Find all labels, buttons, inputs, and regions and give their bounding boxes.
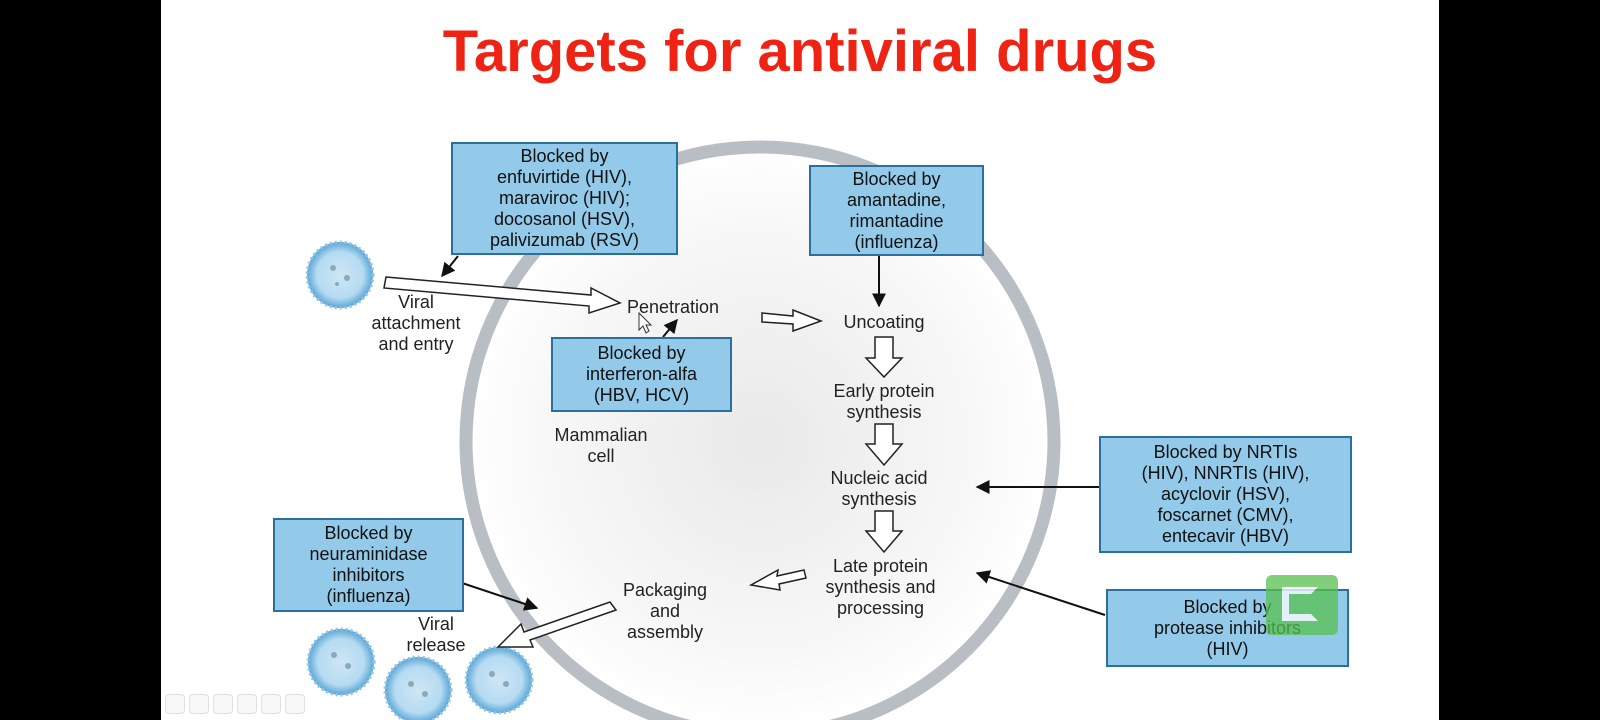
entry-arrow <box>383 276 622 315</box>
virus-icon <box>383 655 453 720</box>
release-block-arrow <box>461 582 539 611</box>
more-icon[interactable] <box>285 694 305 714</box>
cursor-icon <box>638 311 653 334</box>
label-nucleic-acid: Nucleic acid synthesis <box>830 468 928 509</box>
label-early-protein: Early protein synthesis <box>833 381 935 422</box>
penetration-block-arrow <box>662 318 678 338</box>
label-packaging: Packaging and assembly <box>622 580 708 642</box>
pen-icon[interactable] <box>213 694 233 714</box>
virus-icon <box>305 240 375 310</box>
watermark-logo-icon <box>1266 575 1338 635</box>
down-arrow-3 <box>864 510 904 554</box>
label-uncoating: Uncoating <box>843 312 925 332</box>
label-late-protein: Late protein synthesis and processing <box>825 556 936 618</box>
next-icon[interactable] <box>189 694 209 714</box>
entry-block-arrow <box>441 255 459 278</box>
entry-inhibitors-box: Blocked by enfuvirtide (HIV), maraviroc … <box>451 142 678 255</box>
release-arrow <box>496 601 618 648</box>
down-arrow-1 <box>864 336 904 379</box>
virus-icon <box>464 645 534 715</box>
prev-icon[interactable] <box>165 694 185 714</box>
nucleic-acid-inhibitors-box: Blocked by NRTIs (HIV), NNRTIs (HIV), ac… <box>1099 436 1352 553</box>
label-penetration: Penetration <box>627 297 720 317</box>
penetration-inhibitors-box: Blocked by interferon-alfa (HBV, HCV) <box>551 337 732 412</box>
label-viral-attachment: Viral attachment and entry <box>371 292 461 354</box>
label-mammalian-cell: Mammalian cell <box>554 425 648 466</box>
slide-title: Targets for antiviral drugs <box>442 19 1158 84</box>
protease-block-arrow <box>975 570 1106 616</box>
down-arrow-2 <box>864 423 904 467</box>
virus-icon <box>306 627 376 697</box>
zoom-icon[interactable] <box>261 694 281 714</box>
uncoating-inhibitors-box: Blocked by amantadine, rimantadine (infl… <box>809 165 984 256</box>
label-viral-release: Viral release <box>406 614 466 655</box>
slide: Targets for antiviral drugs <box>161 0 1439 720</box>
grid-icon[interactable] <box>237 694 257 714</box>
mammalian-cell-icon <box>459 140 1061 720</box>
release-inhibitors-box: Blocked by neuraminidase inhibitors (inf… <box>273 518 464 612</box>
slide-toolbar[interactable] <box>165 694 305 714</box>
late-to-packaging-arrow <box>748 568 807 591</box>
penetration-to-uncoating-arrow <box>761 308 824 333</box>
diagram-canvas <box>305 140 1106 720</box>
